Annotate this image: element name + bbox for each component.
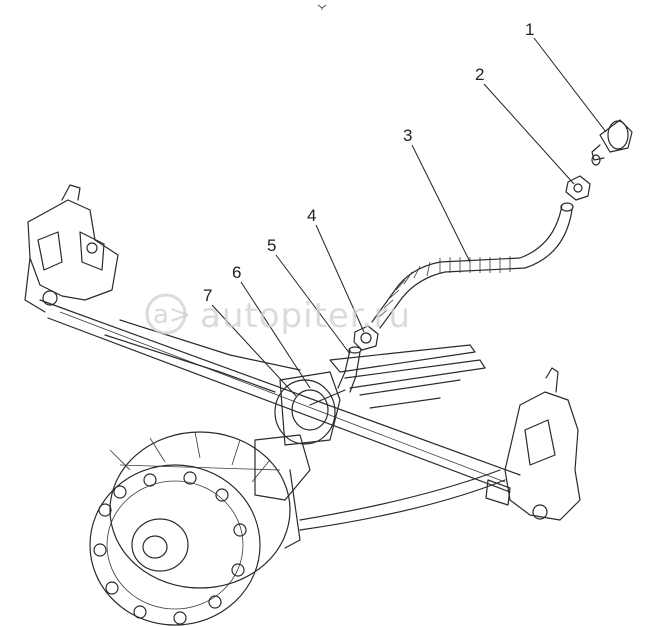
right-spring-bracket [485,367,581,521]
left-spring-bracket [24,184,119,313]
part-4-fitting [353,325,379,351]
top-artifact [317,4,327,10]
callout-4: 4 [307,206,316,225]
callout-6: 6 [232,263,241,282]
watermark-symbol: a> [153,300,191,330]
part-1-fitting [591,119,633,166]
leader-4 [315,224,365,333]
brake-drum-hub [89,431,291,626]
watermark-text: autopiter.ru [200,296,411,336]
callout-3: 3 [403,126,412,145]
callout-7: 7 [203,286,212,305]
callout-leaders [211,37,607,397]
part-5-elbow-pipe [337,346,362,393]
leader-3 [411,144,471,263]
leader-1 [533,37,607,133]
leader-7 [211,304,297,397]
callout-5: 5 [267,236,276,255]
callout-2: 2 [475,65,484,84]
leader-2 [483,83,575,185]
leader-5 [275,254,351,355]
callout-labels: 1 2 3 4 5 6 7 [203,20,534,305]
tie-rod [299,469,506,531]
part-3-brake-hose [371,202,574,329]
leader-6 [240,281,311,389]
part-2-nut [565,175,591,201]
watermark: a> autopiter.ru [145,293,411,336]
watermark-logo-icon [145,293,187,335]
callout-1: 1 [525,20,534,39]
leaf-spring [329,344,486,409]
